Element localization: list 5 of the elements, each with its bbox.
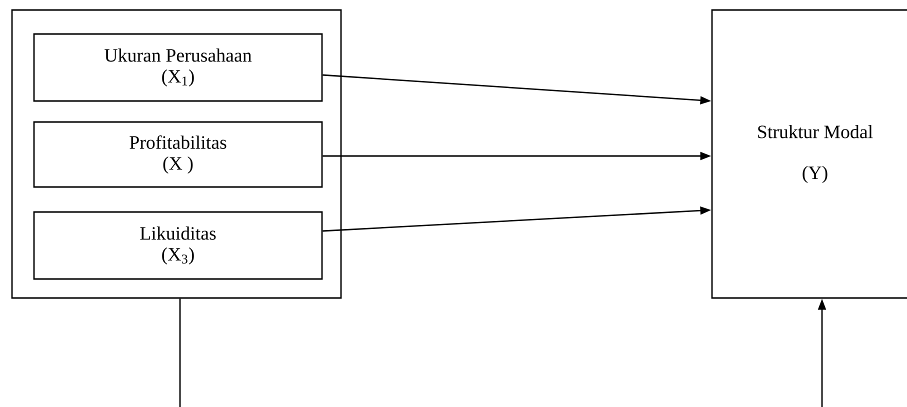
process-box: Profitabilitas (X ) xyxy=(33,121,323,188)
group-box xyxy=(11,9,342,299)
process-box: Ukuran Perusahaan (X$_{1}$) xyxy=(33,33,323,102)
outcome-box: Struktur Modal (Y) xyxy=(711,9,907,299)
process-box: Likuiditas (X$_{3}$) xyxy=(33,211,323,280)
